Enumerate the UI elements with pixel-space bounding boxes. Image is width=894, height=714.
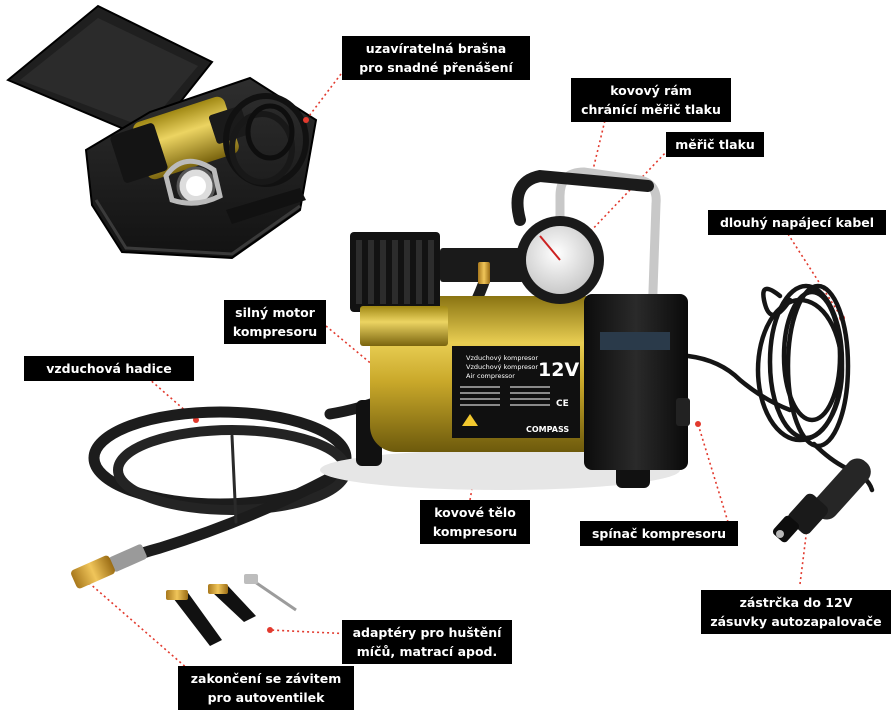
car-plug xyxy=(772,458,871,543)
label-hose: vzduchová hadice xyxy=(24,356,194,381)
brand-text: COMPASS xyxy=(526,425,569,434)
compressor: Vzduchový kompresor Vzduchový kompresor … xyxy=(320,167,690,490)
label-switch: spínač kompresoru xyxy=(580,521,738,546)
sticker-line-2: Vzduchový kompresor xyxy=(466,363,538,371)
carry-bag xyxy=(6,4,318,260)
label-cable: dlouhý napájecí kabel xyxy=(708,210,886,235)
sticker-line-3: Air compressor xyxy=(466,372,515,380)
valve-tip xyxy=(71,544,147,589)
inflation-adapters xyxy=(166,574,297,646)
sticker-line-1: Vzduchový kompresor xyxy=(466,354,538,362)
voltage-text: 12V xyxy=(538,359,579,381)
label-gauge: měřič tlaku xyxy=(666,132,764,157)
ce-mark: CE xyxy=(556,399,569,409)
